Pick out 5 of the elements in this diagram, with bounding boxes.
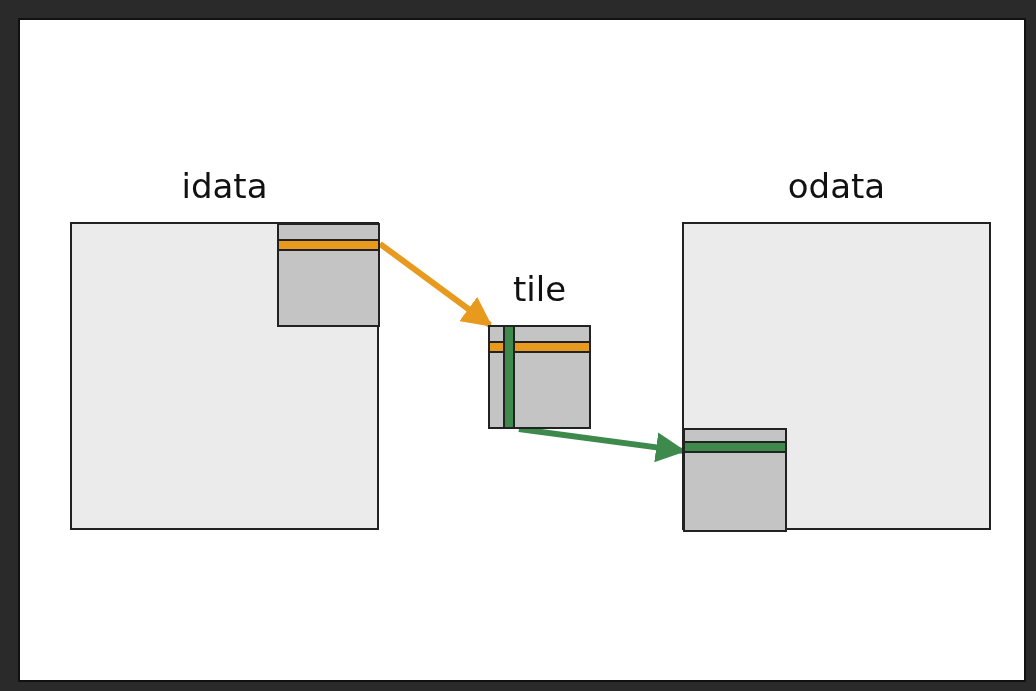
matrix-label: idata (180, 166, 269, 206)
matrix-label: odata (786, 166, 887, 206)
tile-block (683, 428, 787, 532)
tile-block (277, 223, 380, 327)
matrix-label: tile (511, 269, 568, 309)
